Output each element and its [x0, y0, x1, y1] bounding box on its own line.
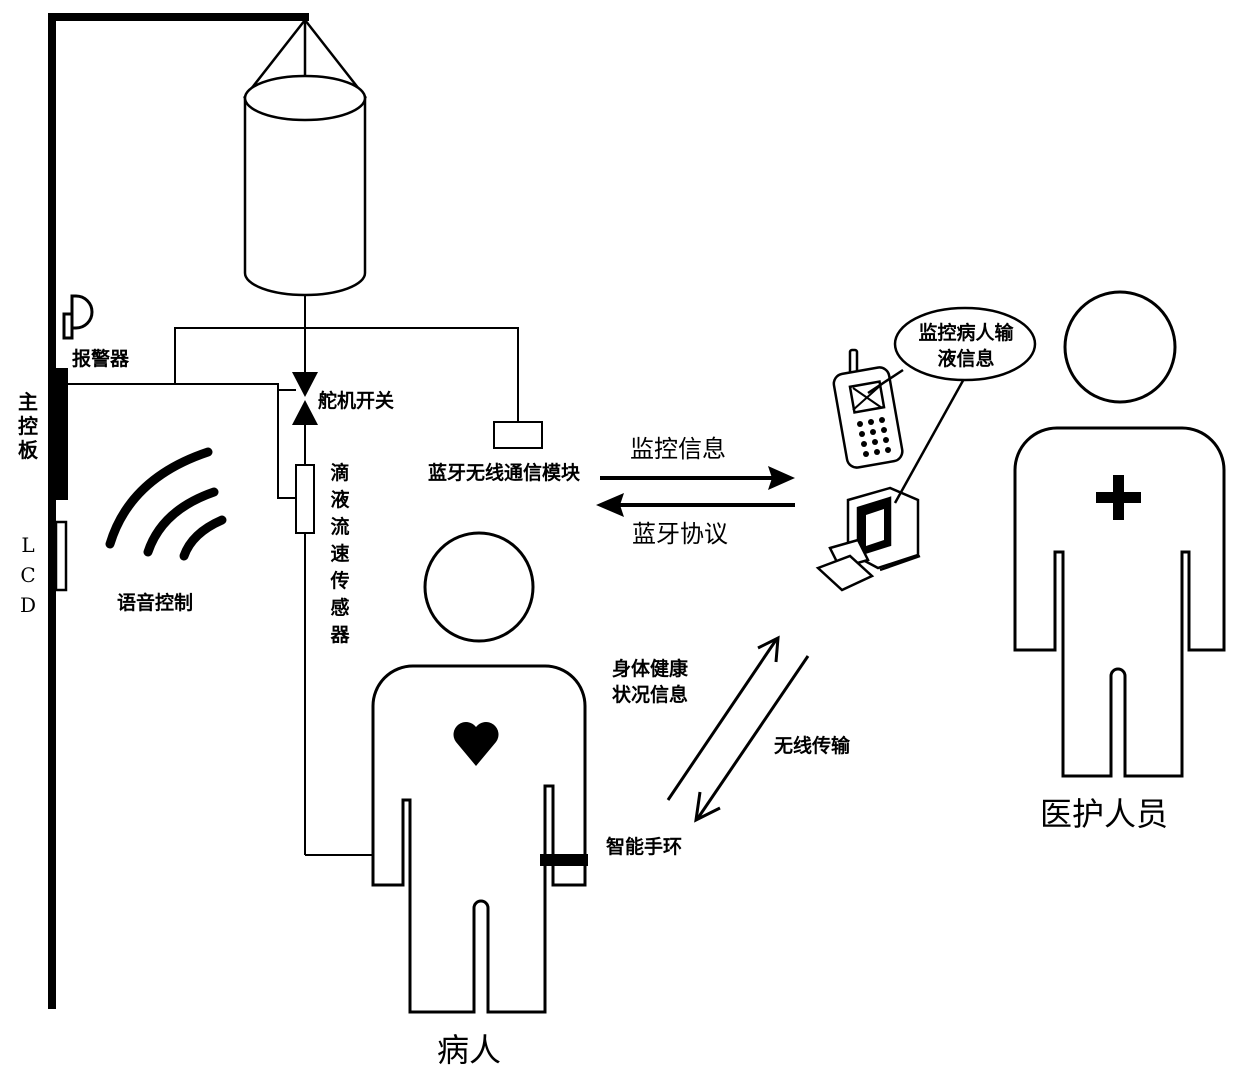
- iv-bag: [244, 20, 366, 295]
- bluetooth-module-label: 蓝牙无线通信模块: [428, 464, 580, 483]
- monitor-bubble-line: 监控病人输: [908, 320, 1024, 346]
- main-control-board: [56, 368, 68, 500]
- servo-switch-label: 舵机开关: [318, 392, 394, 411]
- drip-sensor-char: 感: [328, 595, 352, 622]
- smart-band-label: 智能手环: [606, 838, 682, 857]
- drip-sensor-char: 器: [328, 622, 352, 649]
- drip-sensor-label: 滴 液 流 速 传 感 器: [328, 460, 352, 649]
- computer-icon: [818, 488, 920, 590]
- lcd-char: C: [16, 560, 40, 590]
- patient-figure: [373, 533, 585, 1012]
- wireless-arrows: [668, 638, 808, 820]
- bluetooth-protocol-label: 蓝牙协议: [632, 522, 728, 546]
- monitor-bubble-line: 液信息: [908, 346, 1024, 372]
- mobile-phone-icon: [832, 350, 904, 469]
- drip-sensor-char: 速: [328, 541, 352, 568]
- main-board-char: 板: [16, 438, 40, 462]
- drip-sensor-char: 液: [328, 487, 352, 514]
- lcd-label: L C D: [16, 530, 40, 620]
- bluetooth-module: [494, 422, 542, 448]
- lcd-char: L: [16, 530, 40, 560]
- bluetooth-arrows: [596, 466, 795, 517]
- wireless-transmission-label: 无线传输: [774, 737, 850, 756]
- drip-flow-sensor: [296, 465, 314, 533]
- patient-label: 病人: [437, 1034, 501, 1066]
- drip-sensor-char: 传: [328, 568, 352, 595]
- main-board-char: 主: [16, 390, 40, 414]
- voice-wave-icon: [110, 452, 222, 556]
- monitor-info-label: 监控信息: [630, 437, 726, 461]
- health-info-line: 身体健康: [612, 656, 688, 682]
- main-board-char: 控: [16, 414, 40, 438]
- drip-sensor-char: 滴: [328, 460, 352, 487]
- drip-sensor-char: 流: [328, 514, 352, 541]
- servo-valve-icon: [292, 372, 318, 425]
- medical-staff-label: 医护人员: [1040, 798, 1168, 830]
- lcd-char: D: [16, 590, 40, 620]
- lcd-screen: [56, 522, 66, 590]
- alarm-label: 报警器: [72, 350, 129, 369]
- voice-control-label: 语音控制: [117, 594, 193, 613]
- smart-band: [540, 854, 588, 866]
- main-board-label: 主 控 板: [16, 390, 40, 462]
- health-info-label: 身体健康 状况信息: [612, 656, 688, 708]
- alarm-icon: [64, 296, 92, 338]
- health-info-line: 状况信息: [612, 682, 688, 708]
- medical-staff-figure: [1015, 292, 1224, 776]
- monitor-bubble-label: 监控病人输 液信息: [908, 320, 1024, 372]
